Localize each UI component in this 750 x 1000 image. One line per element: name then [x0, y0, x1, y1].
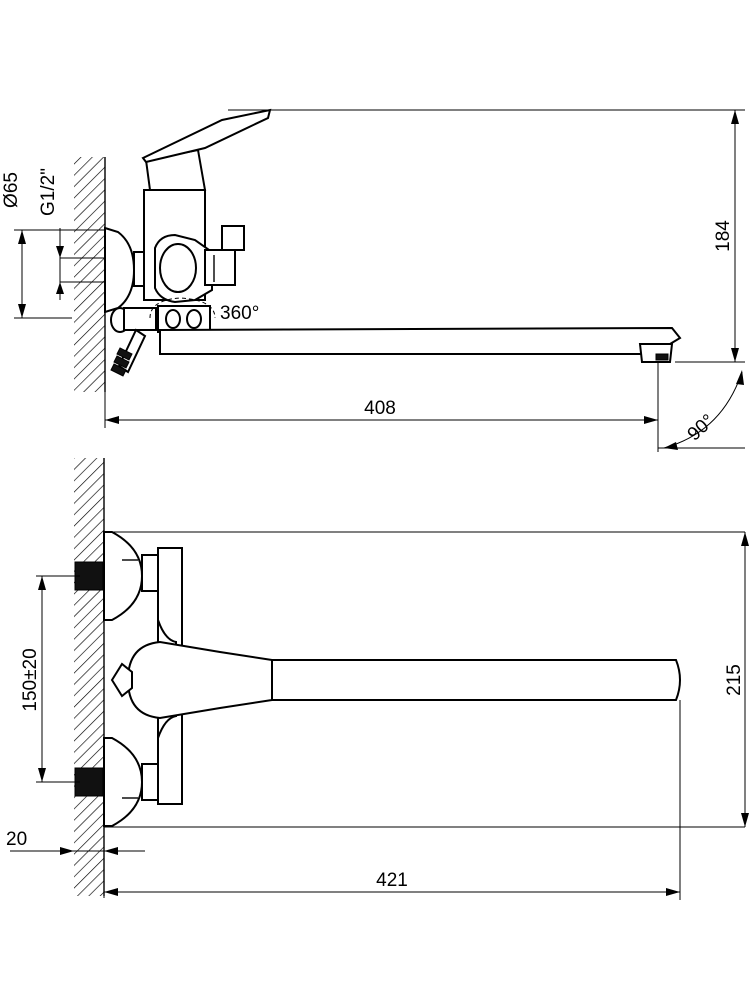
- wall-section-bottom: [74, 458, 105, 896]
- spout: [159, 326, 682, 363]
- dimension-thread: G1/2": [38, 168, 64, 300]
- dimension-20: 20: [6, 829, 145, 855]
- svg-text:Ø65: Ø65: [1, 172, 22, 208]
- connection-seal-bottom: [74, 767, 104, 797]
- dimension-diameter: Ø65: [1, 172, 105, 319]
- flange-top: [103, 531, 159, 621]
- wall-section-top: [74, 157, 106, 392]
- dimension-150: 150±20: [20, 575, 80, 783]
- dimension-angle: 90°: [658, 370, 745, 450]
- wall-connector: [59, 226, 151, 314]
- mixer-body: [141, 108, 272, 304]
- dimension-421: 421: [103, 700, 681, 900]
- svg-text:421: 421: [376, 870, 408, 891]
- rotation-label: 360°: [220, 303, 259, 324]
- svg-text:215: 215: [724, 664, 745, 696]
- dimension-408: 408: [104, 362, 659, 452]
- swivel-joint: [110, 297, 216, 333]
- svg-text:184: 184: [713, 220, 734, 252]
- svg-text:150±20: 150±20: [20, 648, 41, 711]
- dimension-215: 215: [724, 532, 749, 827]
- side-view: 360° 184 408 90°: [1, 108, 745, 452]
- svg-text:G1/2": G1/2": [38, 168, 59, 216]
- lever-and-spout: [110, 640, 681, 720]
- svg-text:408: 408: [364, 398, 396, 419]
- svg-text:20: 20: [6, 829, 27, 850]
- hose-connector: [110, 328, 147, 377]
- flange-bottom: [103, 737, 159, 827]
- svg-text:90°: 90°: [684, 410, 719, 445]
- dimension-184: 184: [713, 110, 739, 362]
- top-view: 215 150±20 20 421: [6, 458, 749, 900]
